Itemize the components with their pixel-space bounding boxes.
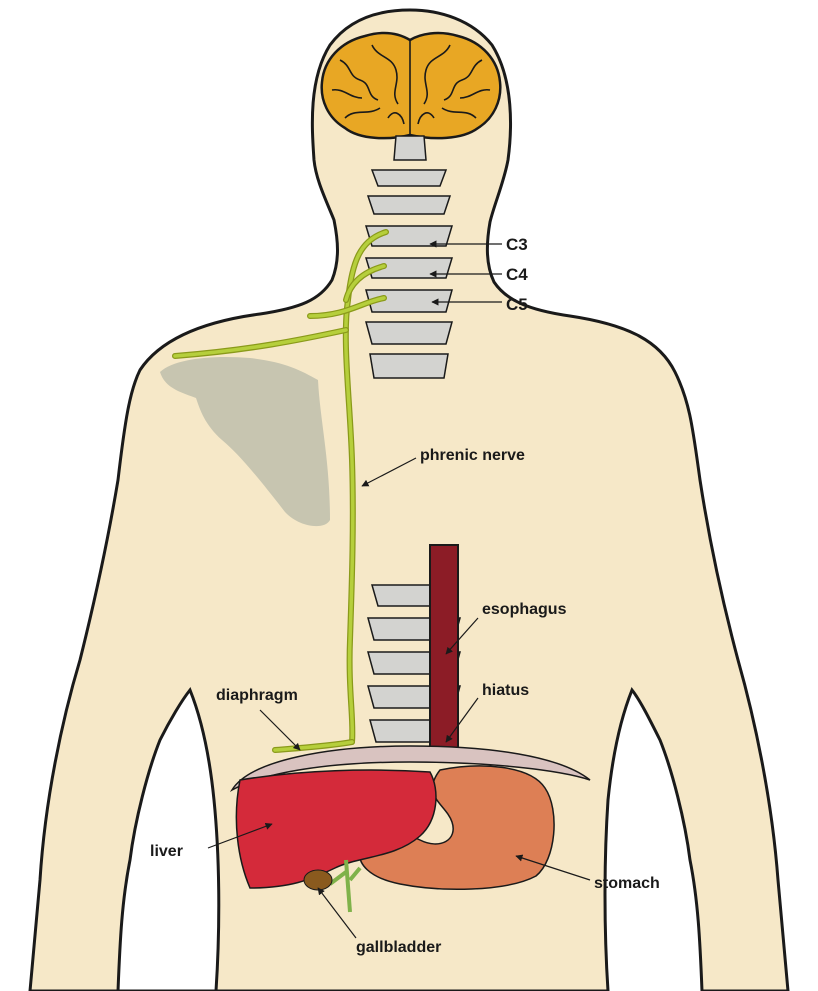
label-c5: C5 [506,295,528,314]
esophagus [430,545,458,750]
label-hiatus: hiatus [482,682,529,699]
label-stomach: stomach [594,875,660,892]
label-liver: liver [150,843,183,860]
brain [322,33,501,138]
gallbladder [304,870,332,890]
label-diaphragm: diaphragm [216,687,298,704]
label-c3: C3 [506,235,528,254]
label-gallbladder: gallbladder [356,939,441,956]
brainstem [394,136,426,160]
label-c4: C4 [506,265,528,284]
label-phrenic-nerve: phrenic nerve [420,447,525,464]
label-esophagus: esophagus [482,601,567,618]
